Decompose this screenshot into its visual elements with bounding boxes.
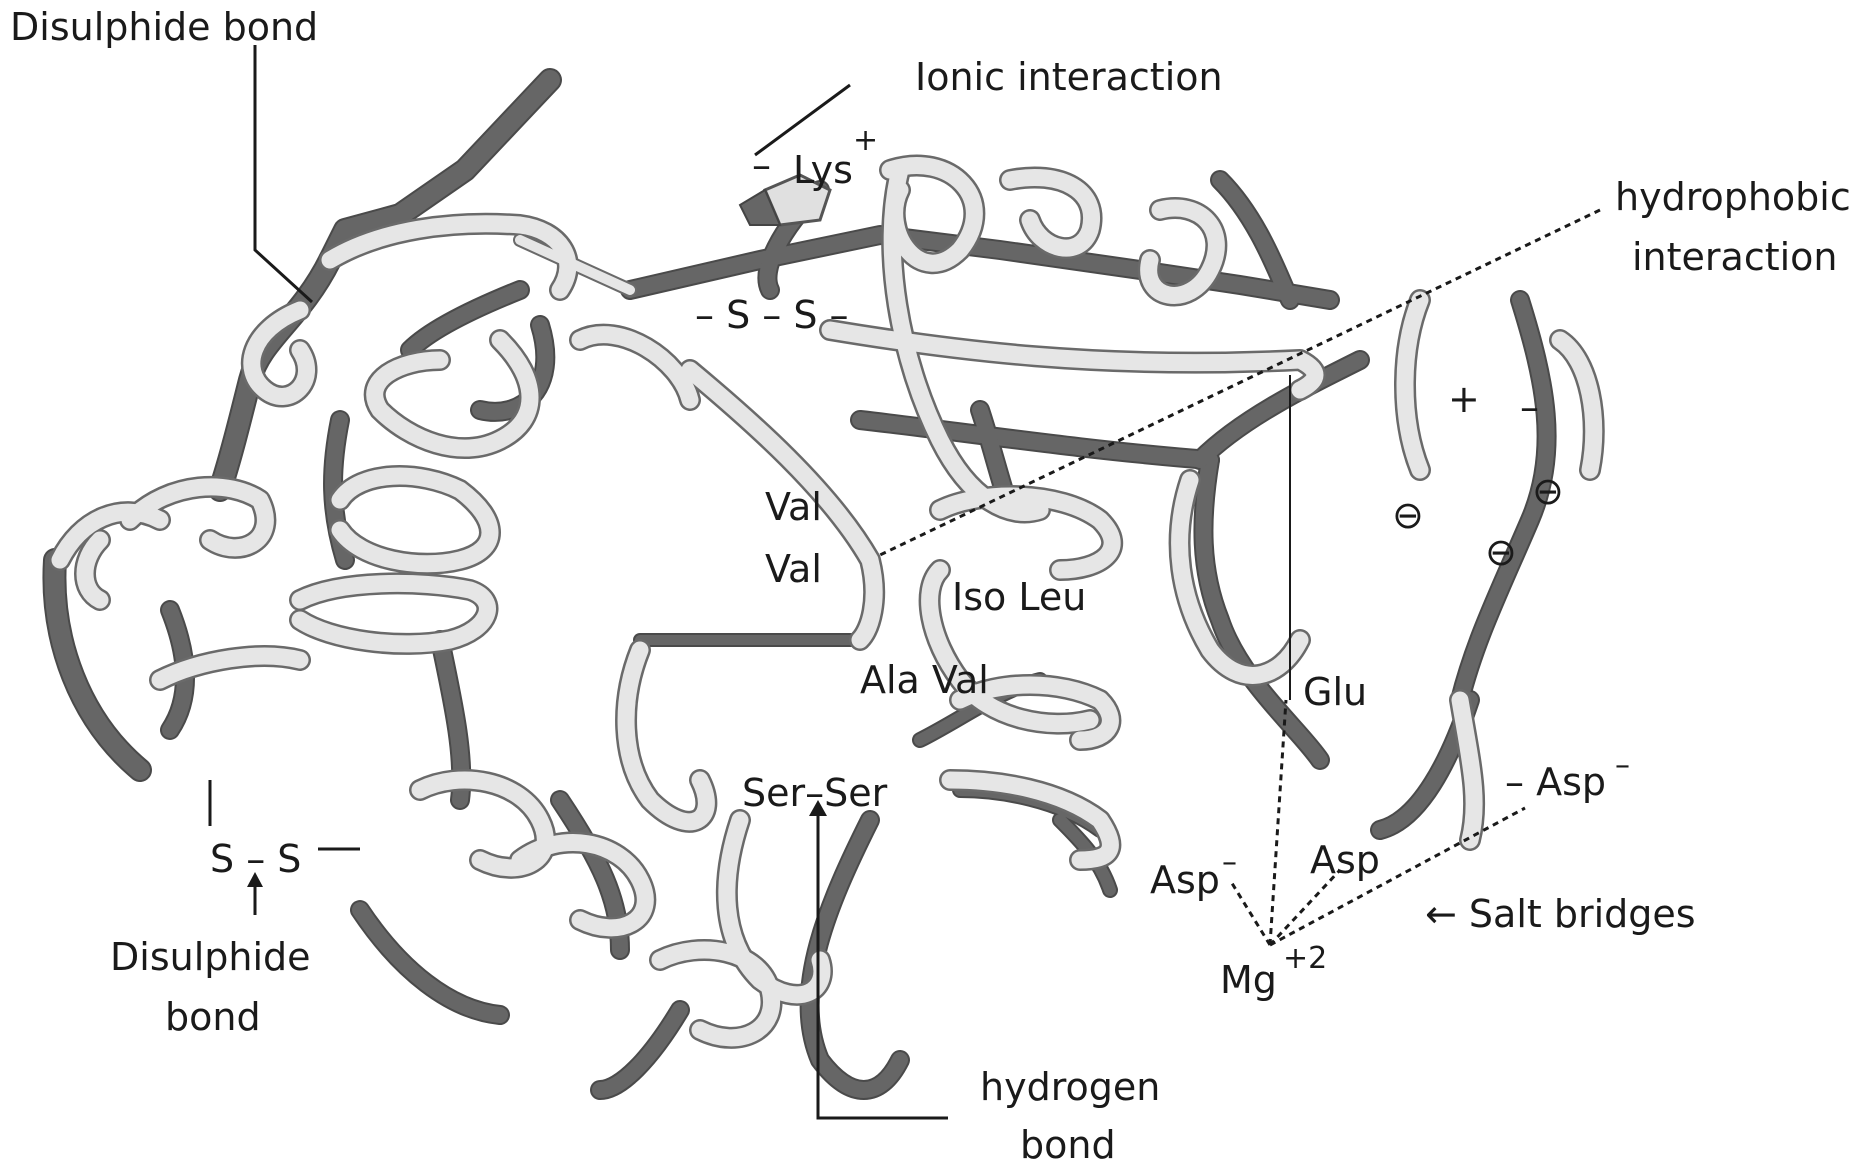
plus-charge-sign: +	[1448, 377, 1480, 421]
iso-leu-label: Iso Leu	[952, 575, 1086, 619]
ss-bottom-label: S – S	[210, 837, 301, 881]
asp-right-label: – Asp	[1505, 760, 1606, 804]
lys-minus-sign: –	[752, 143, 771, 187]
mg-superscript: +2	[1283, 941, 1327, 976]
ionic-interaction-label: Ionic interaction	[915, 55, 1223, 99]
negative-ion-icon-3: ⊖	[1485, 530, 1517, 574]
negative-ion-icon-1: ⊖	[1392, 493, 1424, 537]
ala-val-label: Ala Val	[860, 658, 989, 702]
val-label-1: Val	[765, 485, 822, 529]
ser-ser-label: Ser–Ser	[742, 771, 888, 815]
asp-mid-label: Asp	[1310, 838, 1380, 882]
disulphide-top-leader	[255, 45, 312, 302]
val-label-2: Val	[765, 547, 822, 591]
hydrophobic-label-line1: hydrophobic	[1615, 175, 1851, 219]
mg-label: Mg	[1220, 958, 1277, 1002]
disulphide-bond-bottom-line2: bond	[165, 995, 261, 1039]
negative-ion-icon-2: ⊖	[1532, 469, 1564, 513]
ss-top-label: – S – S –	[695, 293, 849, 337]
lys-plus-sign: +	[853, 123, 878, 158]
minus-charge-sign: –	[1520, 385, 1539, 429]
asp-left-superscript: –	[1222, 845, 1237, 880]
disulphide-bond-bottom-line1: Disulphide	[110, 935, 311, 979]
salt-bridges-label: ← Salt bridges	[1425, 892, 1696, 936]
hydrophobic-label-line2: interaction	[1632, 235, 1838, 279]
asp-right-superscript: –	[1615, 748, 1630, 783]
glu-label: Glu	[1303, 670, 1367, 714]
disulphide-bond-top-label: Disulphide bond	[10, 5, 318, 49]
asp-left-label: Asp	[1150, 858, 1220, 902]
hydrogen-bond-label-line2: bond	[1020, 1123, 1116, 1167]
lys-label: Lys	[793, 148, 853, 192]
hydrogen-bond-label-line1: hydrogen	[980, 1065, 1160, 1109]
